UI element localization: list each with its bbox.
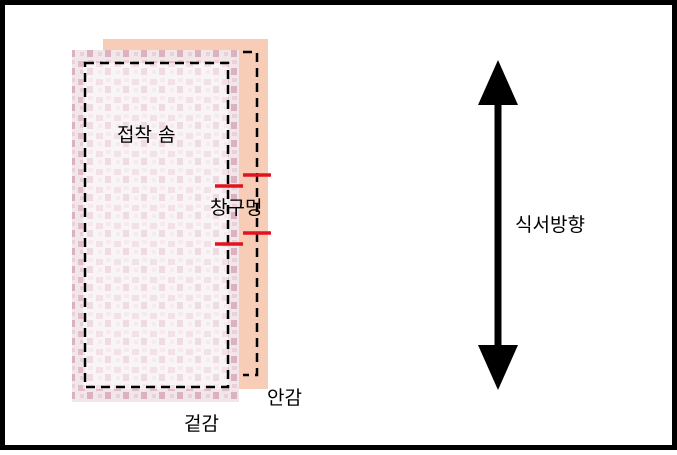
pattern-diagram bbox=[72, 39, 518, 402]
adhesive-cotton-area bbox=[83, 63, 228, 389]
outer-fabric-label: 겉감 bbox=[184, 413, 219, 435]
grain-direction-label: 식서방향 bbox=[515, 214, 585, 236]
adhesive-cotton-label: 접착 솜 bbox=[117, 124, 176, 146]
outer-stitch-line bbox=[83, 61, 230, 389]
return-opening-label: 창구멍 bbox=[210, 197, 263, 219]
lining-label: 안감 bbox=[267, 387, 302, 409]
lining-stitch-line bbox=[243, 50, 259, 377]
grain-direction-arrow bbox=[478, 60, 518, 390]
